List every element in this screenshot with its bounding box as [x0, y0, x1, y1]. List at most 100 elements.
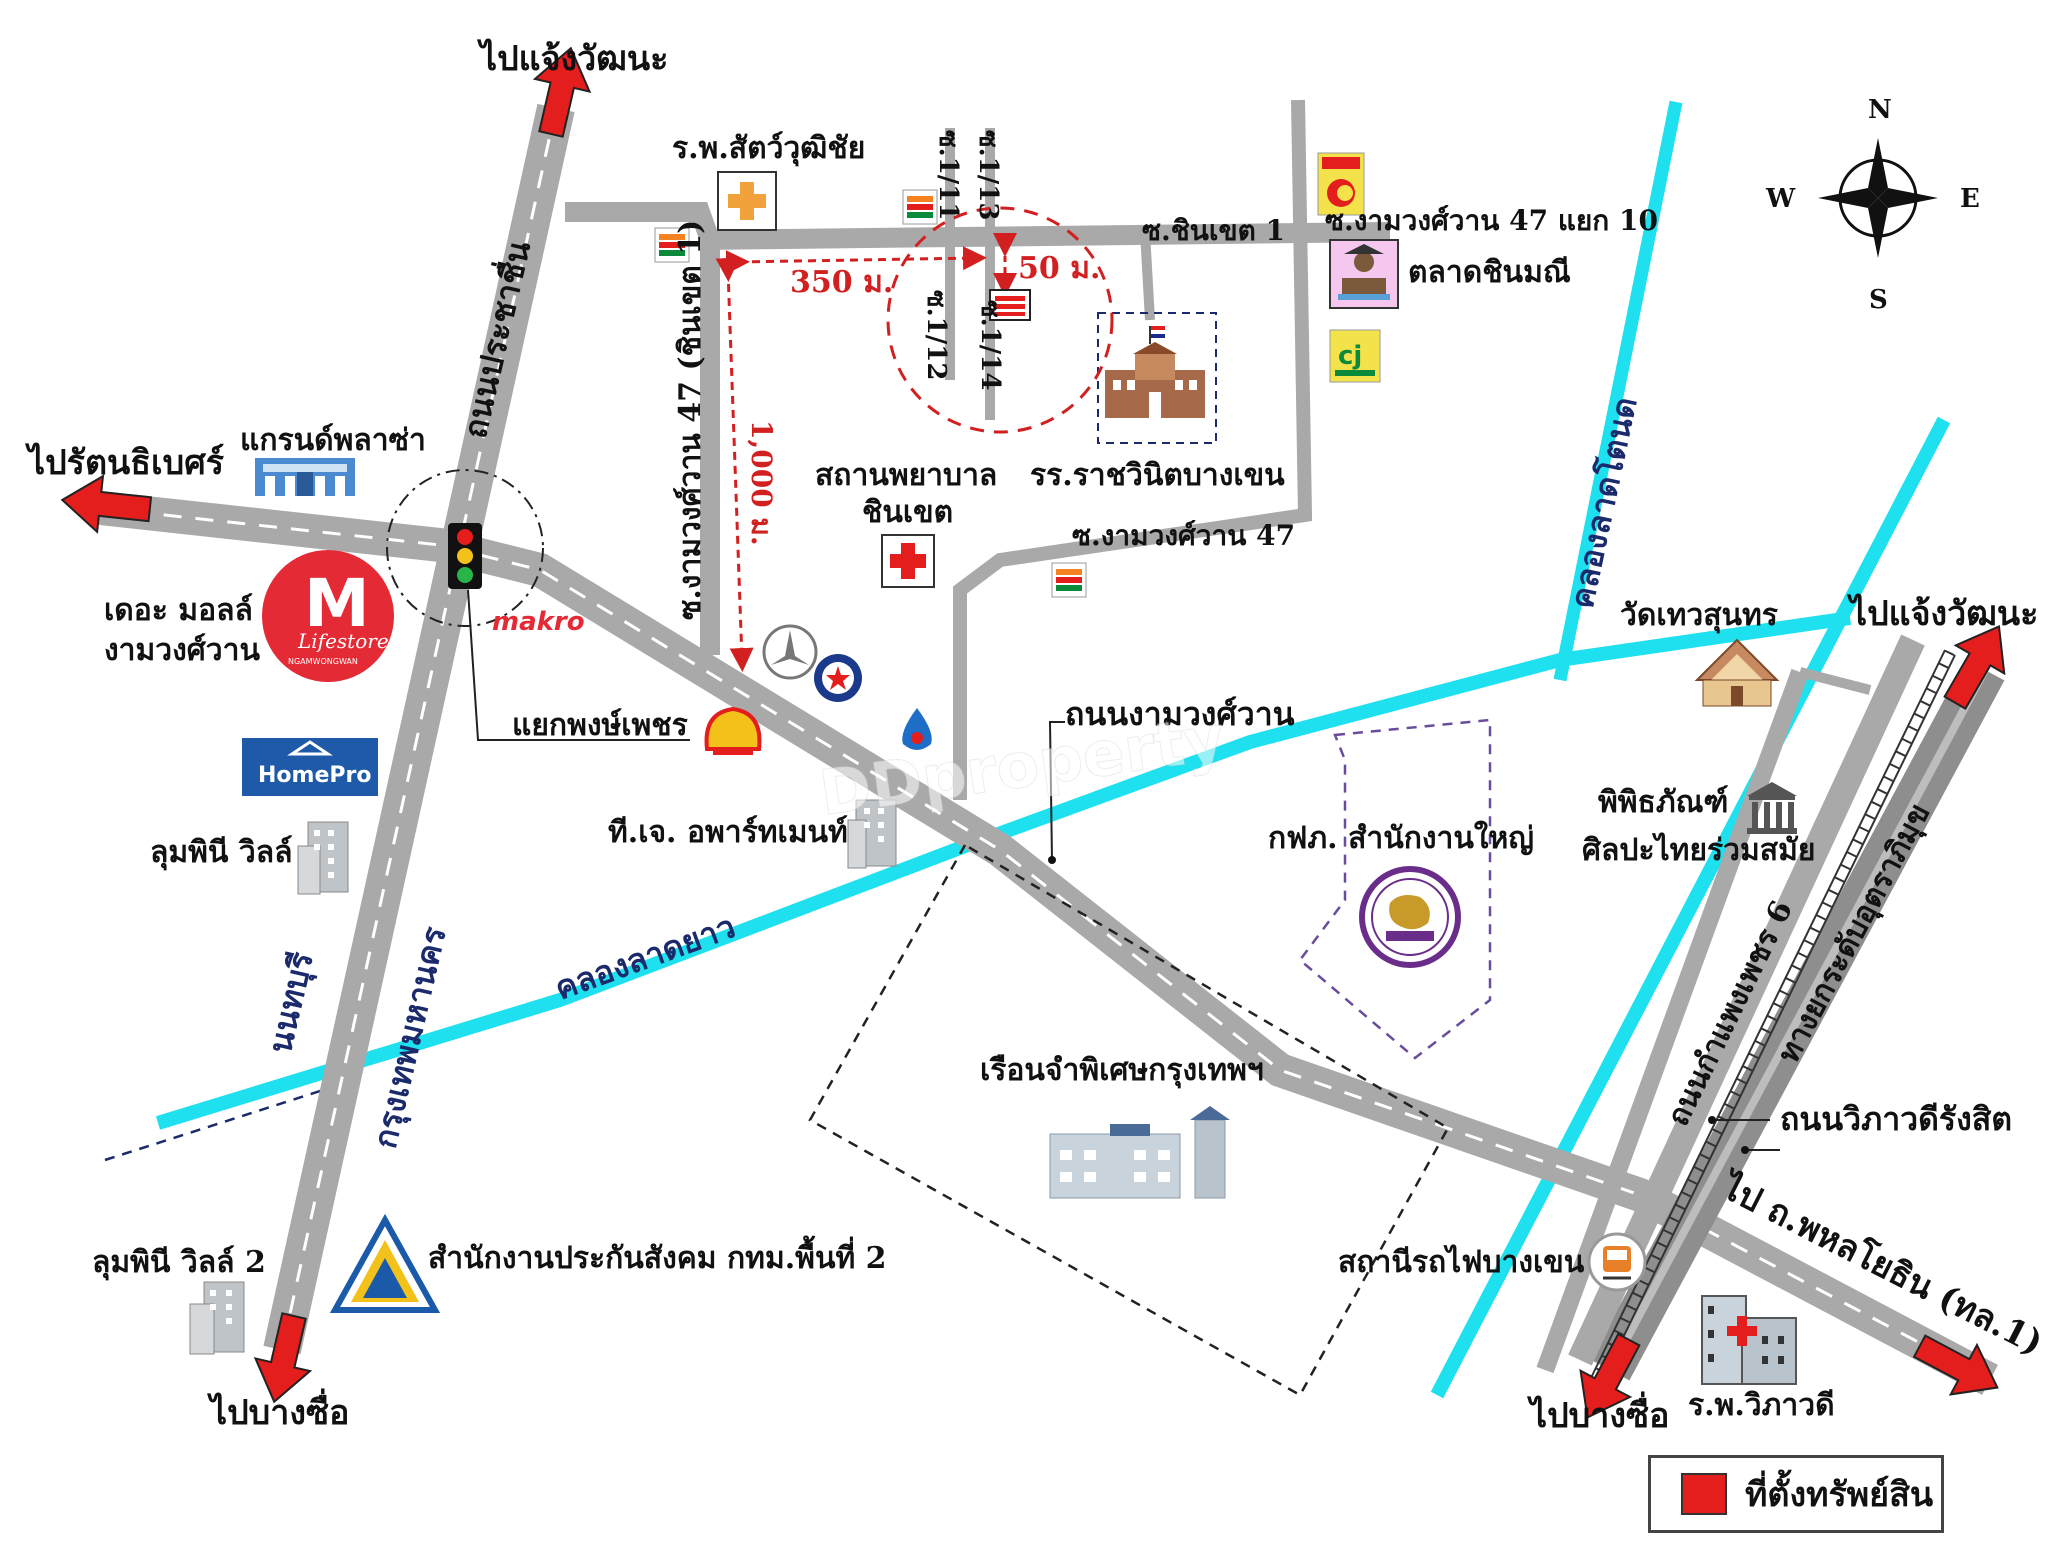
- train-station-icon: [1587, 1232, 1647, 1292]
- canal-right-diagonal: [1430, 416, 1951, 1399]
- label-soi-1-13: ซ.1/13: [973, 130, 1003, 220]
- leader-ngamwongwan: [1048, 721, 1065, 861]
- compass-north: N: [1868, 95, 1892, 125]
- label-ngamwongwan-road: ถนนงามวงศ์วาน: [1065, 695, 1295, 733]
- label-the-mall-1: เดอะ มอลล์: [104, 593, 253, 628]
- canal-lat-tanot: [1553, 100, 1683, 682]
- label-chinkhet-hospital-1: สถานพยาบาล: [815, 458, 997, 493]
- label-prison: เรือนจำพิเศษกรุงเทพฯ: [980, 1053, 1264, 1089]
- label-chinkhet-hospital-2: ชินเขต: [862, 495, 953, 530]
- label-museum-2: ศิลปะไทยร่วมสมัย: [1582, 832, 1815, 868]
- grand-plaza-icon: [255, 458, 355, 496]
- school-area: [1097, 312, 1217, 444]
- sso-logo-icon: [329, 1213, 441, 1313]
- areas: [386, 206, 1492, 1397]
- mini-big-c-icon: [1317, 152, 1365, 216]
- label-to-bangsue-right: ไปบางซื่อ: [1527, 1391, 1669, 1436]
- market-icon: [1329, 239, 1399, 309]
- intersection-circle: [386, 469, 544, 627]
- label-to-chaengwattana-right: ไปแจ้งวัฒนะ: [1847, 593, 2038, 634]
- compass-south: S: [1869, 285, 1888, 315]
- mall-logo-m: M: [304, 565, 370, 642]
- label-to-rattanathibet: ไปรัตนธิเบศร์: [25, 442, 225, 483]
- cj-store-icon: cj: [1329, 329, 1381, 383]
- label-canal-lat-tanot: คลองลาดโตนด: [1563, 394, 1645, 612]
- arrow-down-left-icon: [253, 1312, 313, 1404]
- seven-eleven-icon: [902, 189, 938, 225]
- arrow-left-icon: [60, 474, 153, 534]
- label-vibhavadi-hospital: ร.พ.วิภาวดี: [1688, 1388, 1835, 1423]
- arrow-down-right-bangsue-icon: [1579, 1332, 1641, 1419]
- label-to-chaengwattana-top: ไปแจ้งวัฒนะ: [477, 38, 668, 79]
- distance-1000: 1,000 ม.: [745, 420, 778, 546]
- traffic-light-icon: [448, 523, 482, 589]
- label-soi-ngam-47-10: ซ.งามวงศ์วาน 47 แยก 10: [1325, 204, 1658, 237]
- leader-intersection: [467, 589, 690, 741]
- label-intersection: แยกพงษ์เพชร: [512, 708, 688, 743]
- label-soi-ngam-47-chinkhet: ซ.งามวงศ์วาน 47 (ชินเขต 1): [673, 220, 708, 620]
- label-soi-chinkhet-1: ซ.ชินเขต 1: [1142, 214, 1285, 247]
- prison-area: [808, 843, 1450, 1397]
- label-the-mall-2: งามวงศ์วาน: [104, 633, 260, 668]
- label-soi-1-12: ซ.1/12: [921, 290, 951, 380]
- icons: cj: [189, 152, 1797, 1385]
- boundary-line: [104, 1081, 346, 1162]
- distance-markers: 350 ม. 50 ม. 1,000 ม.: [715, 233, 1100, 672]
- prison-building-icon: [1049, 1106, 1230, 1199]
- label-chinmani-market: ตลาดชินมณี: [1408, 255, 1571, 290]
- makro-logo: makro: [492, 607, 585, 637]
- canal-lat-yao: [155, 611, 1852, 1130]
- mercedes-logo-icon: [762, 624, 818, 680]
- mall-logo-small: NGAMWONGWAN: [288, 657, 358, 666]
- label-vibhavadi-road: ถนนวิภาวดีรังสิต: [1780, 1100, 2012, 1138]
- shell-logo-icon: [704, 706, 762, 755]
- label-bang-khen-station: สถานีรถไฟบางเขน: [1338, 1244, 1585, 1280]
- legend: ที่ตั้งทรัพย์สิน: [1648, 1455, 1944, 1533]
- egat-area: [1298, 718, 1492, 1060]
- label-to-bangsue-left: ไปบางซื่อ: [207, 1388, 349, 1433]
- label-soi-ngam-47: ซ.งามวงศ์วาน 47: [1072, 519, 1295, 552]
- arrow-phahonyothin-icon: [1912, 1334, 1999, 1396]
- property-location-icon: [989, 289, 1031, 321]
- direction-arrows: [60, 46, 2006, 1419]
- svg-text:cj: cj: [1338, 341, 1362, 371]
- compass-west: W: [1765, 184, 1796, 214]
- label-museum-1: พิพิธภัณฑ์: [1598, 785, 1728, 820]
- compass: N S E W: [1765, 95, 1980, 315]
- label-grand-plaza: แกรนด์พลาซ่า: [240, 423, 426, 458]
- label-lumpini-2: ลุมพินี วิลล์ 2: [92, 1245, 266, 1281]
- hospital-cross-icon: [881, 534, 935, 588]
- seven-eleven-icon: [1051, 562, 1087, 598]
- label-pracha-chuen-road: ถนนประชาชื่น: [452, 236, 538, 442]
- legend-label: ที่ตั้งทรัพย์สิน: [1745, 1475, 1934, 1515]
- museum-icon: [1747, 782, 1797, 834]
- legend-swatch: [1681, 1473, 1727, 1515]
- homepro-text: HomePro: [258, 763, 371, 788]
- homepro-logo-icon: HomePro: [242, 738, 378, 796]
- the-mall-logo-icon: M Lifestore NGAMWONGWAN: [262, 550, 394, 682]
- label-egat-hq: กฟภ. สำนักงานใหญ่: [1268, 820, 1534, 856]
- compass-east: E: [1960, 184, 1980, 214]
- arrow-up-icon: [532, 46, 592, 138]
- watermark: DDproperty: [815, 701, 1229, 830]
- school-icon: [1105, 326, 1205, 418]
- ptt-logo-icon: [902, 708, 932, 750]
- label-sso: สำนักงานประกันสังคม กทม.พื้นที่ 2: [428, 1235, 887, 1276]
- vet-hospital-icon: [717, 171, 777, 231]
- label-school: รร.ราชวินิตบางเขน: [1030, 458, 1285, 493]
- condo-building-icon: [297, 821, 349, 895]
- label-soi-1-11: ซ.1/11: [933, 130, 963, 220]
- temple-icon: [1694, 638, 1780, 707]
- label-tj-apartment: ที.เจ. อพาร์ทเมนท์: [608, 815, 848, 850]
- label-soi-1-14: ซ.1/14: [975, 300, 1005, 390]
- mall-logo-script: Lifestore: [297, 629, 389, 653]
- seven-eleven-icon: [654, 227, 690, 263]
- apartment-building-icon: [847, 799, 897, 869]
- distance-350: 350 ม.: [790, 265, 893, 300]
- vibhavadi-hospital-icon: [1701, 1295, 1797, 1385]
- caltex-logo-icon: [814, 654, 862, 702]
- label-lumpini: ลุมพินี วิลล์: [150, 835, 293, 871]
- condo-building-2-icon: [189, 1281, 245, 1355]
